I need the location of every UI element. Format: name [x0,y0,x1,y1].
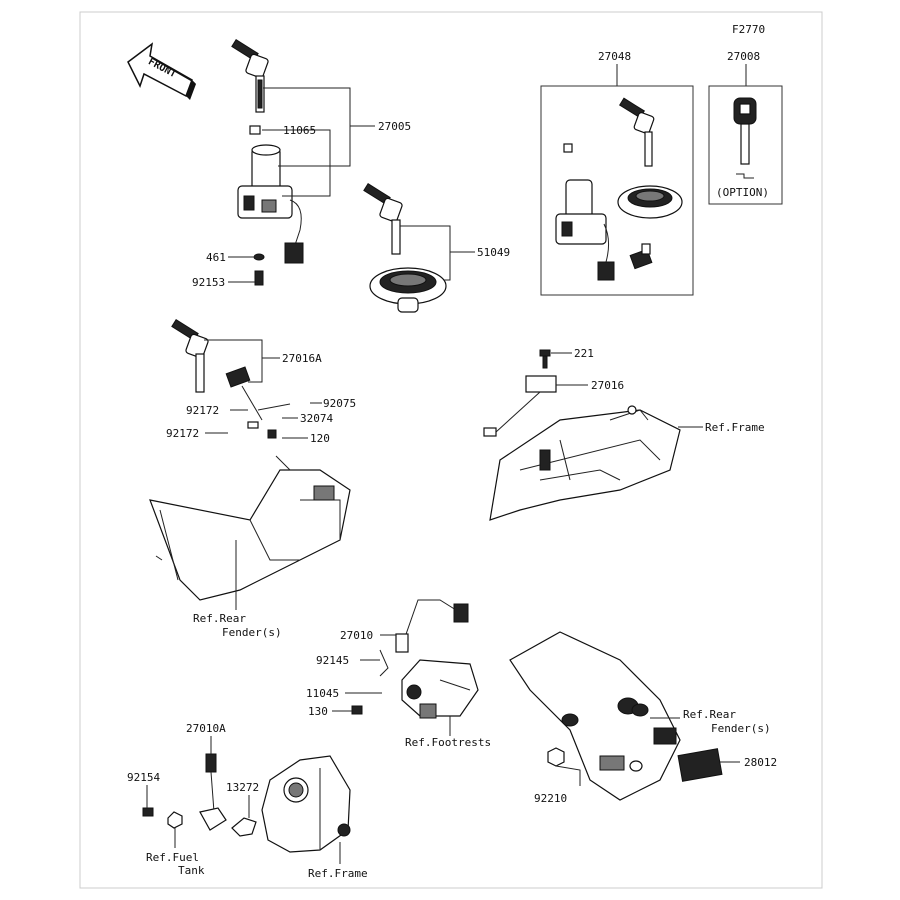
ref-frame-1: Ref.Frame [705,421,765,434]
fuel-cap-icon [617,185,683,219]
set-27048-box [540,85,694,296]
key-blank-icon [736,173,754,179]
fuel-cap-icon [369,267,447,313]
nut-92210-icon [547,747,565,767]
bolt-130-icon [351,705,363,715]
frame-icon [261,755,351,853]
rear-fender-icon [149,455,351,601]
label-32074: 32074 [300,412,333,425]
label-51049: 51049 [477,246,510,259]
seat-lock-icon [483,375,557,437]
key-icon [619,97,655,167]
bolt-92154-icon [142,807,154,817]
label-27010: 27010 [340,629,373,642]
label-130: 130 [308,705,328,718]
ref-rear-fender-2-a: Ref.Rear [683,708,736,721]
figure-code: F2770 [732,23,765,36]
sensor-27010-icon [379,599,469,677]
ref-fuel-tank-b: Tank [178,864,205,877]
label-92172-a: 92172 [186,404,219,417]
label-27008: 27008 [727,50,760,63]
label-120: 120 [310,432,330,445]
bolt-221-icon [539,349,551,369]
label-13272: 13272 [226,781,259,794]
label-461: 461 [206,251,226,264]
seat-lock-icon [629,243,653,270]
reflector-28012-icon [677,748,723,782]
nut-icon [167,811,183,829]
ref-frame-2: Ref.Frame [308,867,368,880]
seat-lock-icon [225,366,291,439]
cap-11065-icon [249,125,261,135]
bolt-92153-icon [254,270,264,286]
ref-rear-fender-1-a: Ref.Rear [193,612,246,625]
option-label: (OPTION) [716,186,769,199]
fuel-sensor-icon [199,753,227,831]
label-27048: 27048 [598,50,631,63]
rear-fender-icon [509,631,681,801]
key-icon [733,97,757,165]
key-icon [231,39,269,113]
ref-footrests: Ref.Footrests [405,736,491,749]
ignition-switch-icon [555,143,615,281]
ignition-switch-icon [237,144,304,264]
label-28012: 28012 [744,756,777,769]
ref-rear-fender-1-b: Fender(s) [222,626,282,639]
gasket-13272-icon [231,817,257,837]
label-92145: 92145 [316,654,349,667]
washer-461-icon [253,253,265,261]
label-11065: 11065 [283,124,316,137]
label-11045: 11045 [306,687,339,700]
ref-rear-fender-2-b: Fender(s) [711,722,771,735]
footrest-bracket-icon [401,659,479,719]
label-27016: 27016 [591,379,624,392]
key-icon [171,319,209,393]
label-92154: 92154 [127,771,160,784]
label-92172-b: 92172 [166,427,199,440]
diagram-border [79,11,823,889]
label-27016A: 27016A [282,352,322,365]
label-27005: 27005 [378,120,411,133]
label-27010A: 27010A [186,722,226,735]
label-92210: 92210 [534,792,567,805]
front-arrow-icon: FRONT [127,42,196,100]
key-icon [363,183,403,255]
label-92075: 92075 [323,397,356,410]
rear-frame-icon [489,405,681,521]
label-221: 221 [574,347,594,360]
label-92153: 92153 [192,276,225,289]
option-key-box [708,85,783,205]
ref-fuel-tank-a: Ref.Fuel [146,851,199,864]
